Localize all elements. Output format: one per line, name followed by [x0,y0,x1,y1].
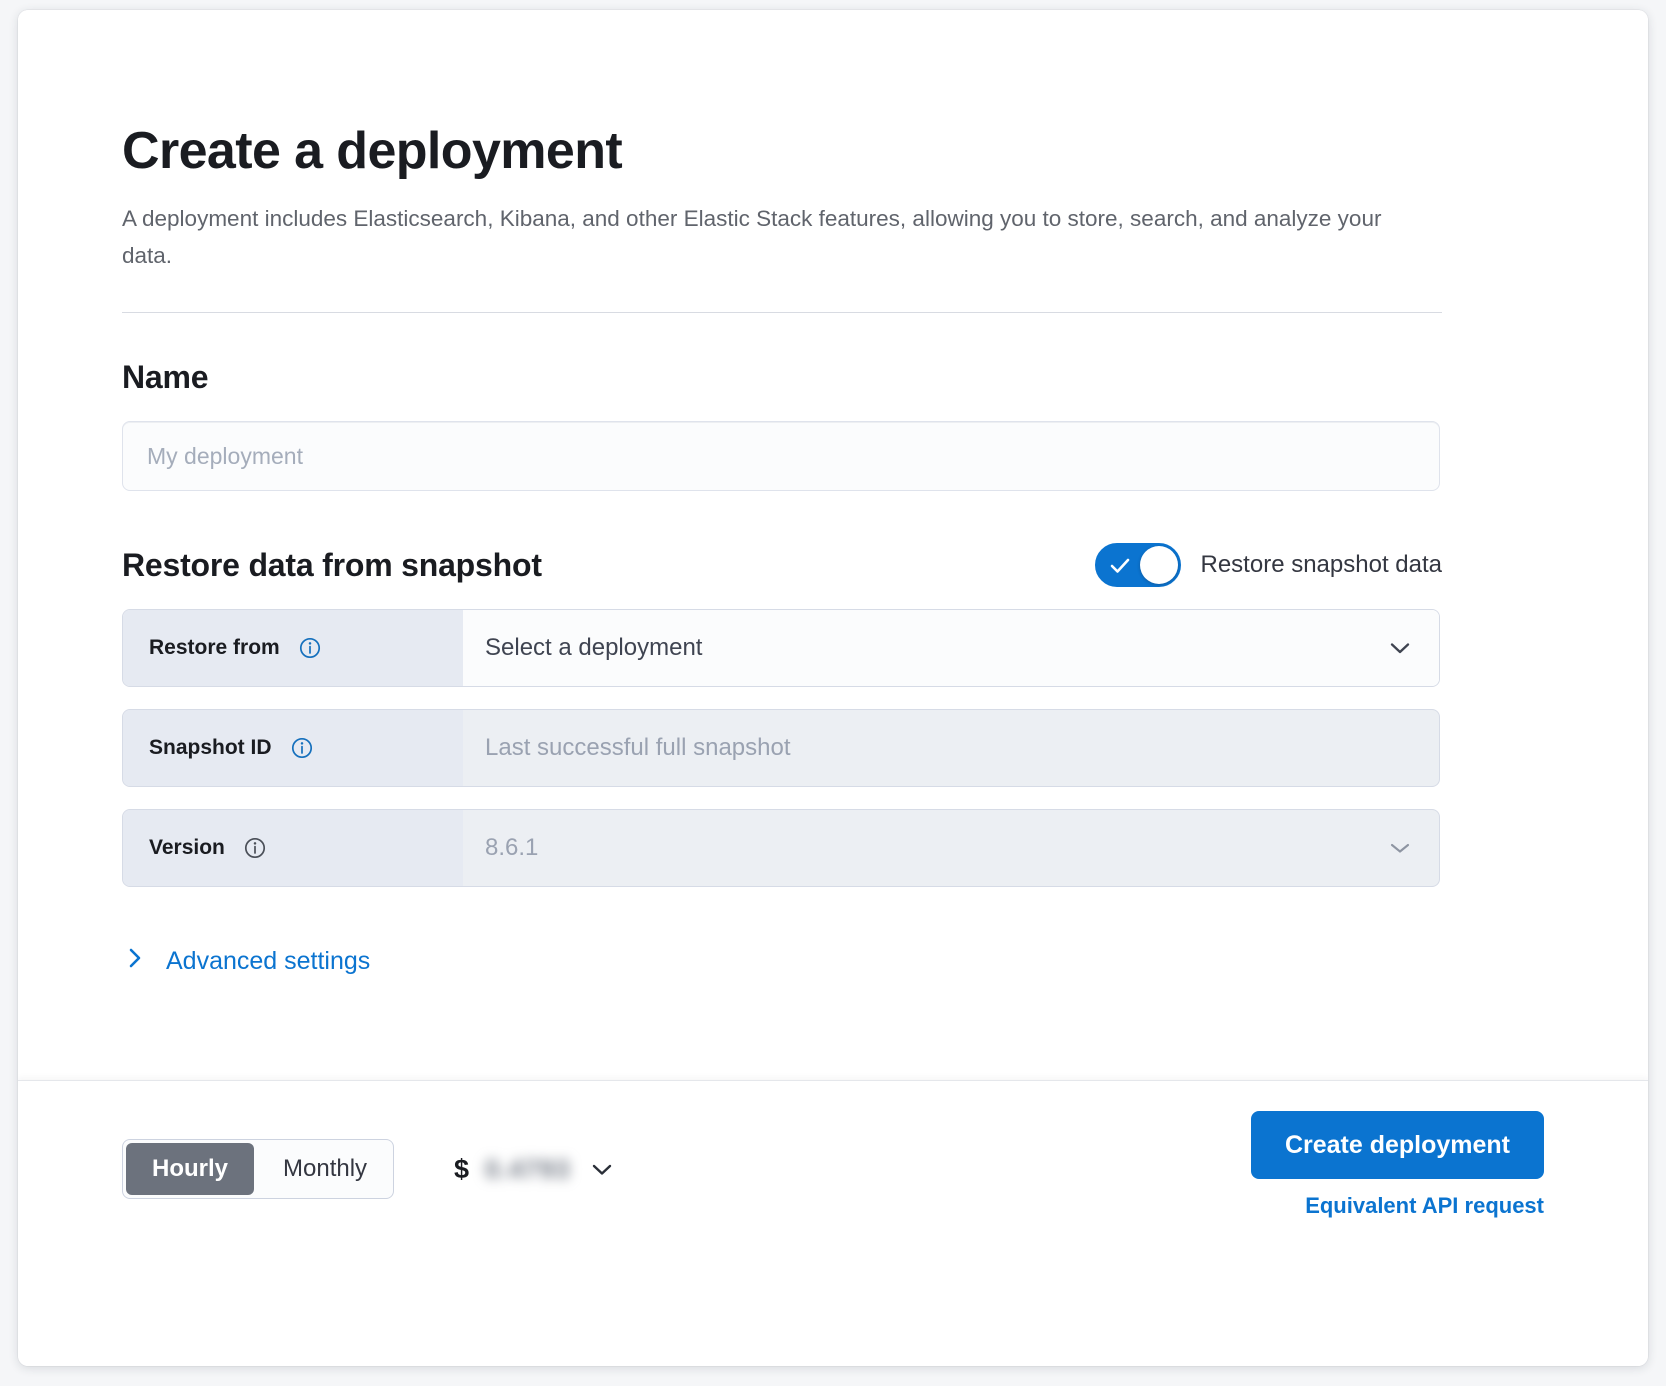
info-circle-icon[interactable] [298,636,322,660]
chevron-right-icon [122,945,148,978]
restore-from-select[interactable]: Select a deployment [463,610,1439,686]
restore-snapshot-switch[interactable] [1094,543,1181,587]
version-label: Version [149,836,225,859]
chevron-down-icon[interactable] [1385,633,1415,663]
footer-inner: Hourly Monthly $ 0.4793 Create deploymen… [122,1081,1544,1366]
form-content: Create a deployment A deployment include… [122,120,1442,978]
page-subtitle: A deployment includes Elasticsearch, Kib… [122,206,1382,268]
version-label-prepend: Version [123,810,463,886]
restore-snapshot-toggle-group[interactable]: Restore snapshot data [1094,543,1443,587]
advanced-settings-toggle[interactable]: Advanced settings [122,945,370,978]
form-body: Create a deployment A deployment include… [18,10,1648,1080]
deployment-name-input[interactable]: My deployment [122,421,1440,491]
snapshot-id-row[interactable]: Snapshot ID Last successful full snapsho… [122,709,1440,787]
restore-from-row[interactable]: Restore from Select a deployment [122,609,1440,687]
info-circle-icon[interactable] [243,836,267,860]
price-amount: 0.4793 [485,1153,571,1184]
name-section-heading: Name [122,359,209,395]
info-circle-icon[interactable] [290,736,314,760]
check-icon [1109,555,1131,577]
page-title: Create a deployment [122,122,623,180]
create-deployment-page: Create a deployment A deployment include… [18,10,1648,1366]
deployment-name-placeholder: My deployment [147,442,303,469]
restore-from-value: Select a deployment [485,634,703,661]
equivalent-api-request-link[interactable]: Equivalent API request [1305,1193,1544,1218]
snapshot-section-header: Restore data from snapshot Restore snaps… [122,543,1442,587]
billing-period-toggle[interactable]: Hourly Monthly [122,1139,395,1199]
snapshot-id-value: Last successful full snapshot [485,734,791,761]
create-deployment-button[interactable]: Create deployment [1250,1111,1544,1179]
switch-knob [1139,546,1178,584]
version-select[interactable]: 8.6.1 [463,810,1439,886]
advanced-settings-label: Advanced settings [166,947,371,975]
price-display[interactable]: $ 0.4793 [454,1139,617,1199]
snapshot-id-label: Snapshot ID [149,736,272,759]
chevron-down-icon[interactable] [1385,833,1415,863]
billing-option-hourly[interactable]: Hourly [126,1143,255,1195]
restore-from-label: Restore from [149,636,280,659]
currency-symbol: $ [454,1153,470,1184]
snapshot-section-heading: Restore data from snapshot [122,547,542,583]
chevron-down-icon[interactable] [587,1154,617,1184]
header-divider [122,312,1442,313]
restore-snapshot-toggle-label: Restore snapshot data [1200,551,1443,578]
snapshot-id-label-prepend: Snapshot ID [123,710,463,786]
snapshot-id-input[interactable]: Last successful full snapshot [463,710,1439,786]
version-value: 8.6.1 [485,834,539,861]
billing-option-monthly[interactable]: Monthly [283,1155,368,1182]
restore-from-label-prepend: Restore from [123,610,463,686]
footer-bar: Hourly Monthly $ 0.4793 Create deploymen… [18,1080,1648,1366]
version-row[interactable]: Version 8.6.1 [122,809,1440,887]
